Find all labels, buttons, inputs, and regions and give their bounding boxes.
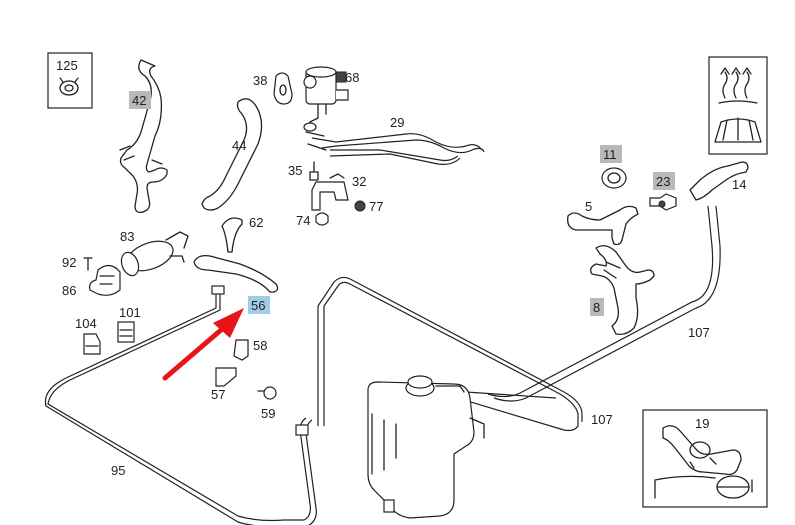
part-101-clamp (117, 321, 135, 343)
part-29-pipes (305, 131, 485, 165)
highlight-23 (653, 172, 675, 190)
expansion-tank (367, 375, 485, 519)
callout-35[interactable]: 35 (288, 163, 302, 178)
highlight-8 (590, 298, 604, 316)
callout-11[interactable]: 11 (603, 147, 617, 162)
part-32-bracket (311, 173, 349, 211)
part-77-nut (354, 200, 366, 212)
callout-23[interactable]: 23 (656, 174, 670, 189)
part-23-connector (649, 193, 677, 211)
callout-86[interactable]: 86 (62, 283, 76, 298)
inset-box-19 (642, 409, 768, 508)
callout-77[interactable]: 77 (369, 199, 383, 214)
callout-92[interactable]: 92 (62, 255, 76, 270)
callout-57[interactable]: 57 (211, 387, 225, 402)
callout-107-a[interactable]: 107 (688, 325, 710, 340)
highlight-11 (600, 145, 622, 163)
callout-59[interactable]: 59 (261, 406, 275, 421)
callout-74[interactable]: 74 (296, 213, 310, 228)
part-8-hose-assembly (590, 245, 655, 336)
part-62-hose (221, 217, 243, 253)
highlight-42 (129, 91, 151, 109)
part-44-hose (201, 98, 263, 211)
part-104-connector (83, 333, 101, 355)
callout-42[interactable]: 42 (132, 93, 146, 108)
part-74-clip (315, 212, 329, 226)
part-42-hose-assembly (119, 59, 168, 214)
part-56-hose (193, 254, 279, 293)
part-14-hose (689, 161, 749, 201)
callout-83[interactable]: 83 (120, 229, 134, 244)
callout-56[interactable]: 56 (251, 298, 265, 313)
part-38-gasket (273, 72, 293, 105)
part-68-valve (303, 66, 349, 132)
callout-14[interactable]: 14 (732, 177, 746, 192)
callout-107-b[interactable]: 107 (591, 412, 613, 427)
part-58-bracket (233, 339, 249, 361)
part-57-holder (215, 367, 237, 387)
part-11-grommet (601, 167, 627, 189)
part-86-clamp (89, 264, 121, 296)
callout-8[interactable]: 8 (593, 300, 600, 315)
callout-68[interactable]: 68 (345, 70, 359, 85)
callout-32[interactable]: 32 (352, 174, 366, 189)
callout-5[interactable]: 5 (585, 199, 592, 214)
inset-box-125 (47, 52, 93, 109)
callout-125[interactable]: 125 (56, 58, 78, 73)
callout-38[interactable]: 38 (253, 73, 267, 88)
callout-29[interactable]: 29 (390, 115, 404, 130)
part-83-pump (120, 231, 189, 277)
callout-95[interactable]: 95 (111, 463, 125, 478)
part-92-screw (83, 257, 93, 271)
callout-101[interactable]: 101 (119, 305, 141, 320)
callout-62[interactable]: 62 (249, 215, 263, 230)
callout-104[interactable]: 104 (75, 316, 97, 331)
red-arrow (162, 308, 244, 381)
highlight-56 (248, 296, 270, 314)
callout-44[interactable]: 44 (232, 138, 246, 153)
part-107-pipe (317, 205, 721, 432)
callout-58[interactable]: 58 (253, 338, 267, 353)
part-35-bolt (309, 161, 319, 181)
callout-19[interactable]: 19 (695, 416, 709, 431)
part-59-bolt (257, 386, 277, 400)
ventilation-symbol-box (708, 56, 768, 155)
part-95-hose (44, 285, 317, 525)
part-5-hose (567, 205, 639, 246)
